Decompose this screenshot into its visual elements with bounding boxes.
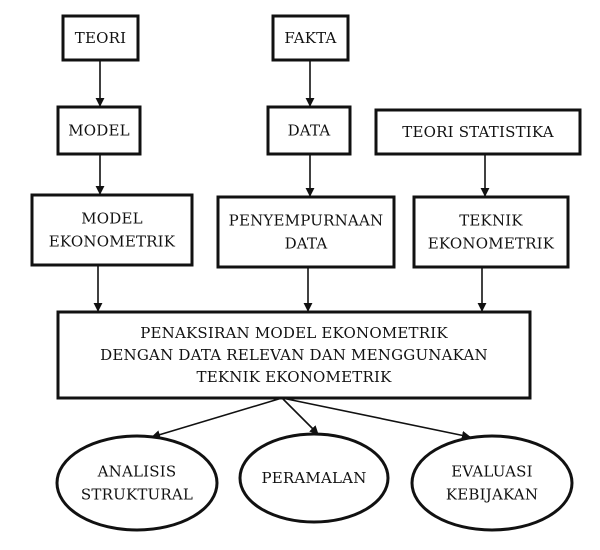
edges-layer — [93, 60, 490, 440]
node-penyempurnaan-data: PENYEMPURNAAN DATA — [216, 195, 396, 269]
node-model-ekonometrik-label-line: MODEL — [81, 210, 143, 228]
node-teori-statistika-label-line: TEORI STATISTIKA — [402, 123, 553, 141]
node-fakta-box — [271, 14, 350, 62]
node-model-ekonometrik-label-line: EKONOMETRIK — [49, 233, 176, 251]
node-penaksiran-label-line: TEKNIK EKONOMETRIK — [197, 368, 393, 386]
node-evaluasi-kebijakan: EVALUASI KEBIJAKAN — [410, 434, 574, 532]
node-peramalan: PERAMALAN — [238, 432, 390, 524]
node-model-box — [56, 105, 142, 156]
node-fakta: FAKTA — [271, 14, 350, 62]
node-analisis-struktural-label-line: STRUKTURAL — [81, 486, 193, 504]
node-teknik-ekonometrik-label-line: TEKNIK — [459, 212, 523, 230]
node-data-label-line: DATA — [288, 122, 331, 140]
arrow-penaksiran-to-evaluasi-kebijakan — [281, 397, 471, 440]
node-data-box — [266, 105, 352, 156]
node-teori-statistika: TEORI STATISTIKA — [374, 108, 582, 156]
node-data: DATA — [266, 105, 352, 156]
node-model-ekonometrik-box — [30, 193, 194, 267]
node-peramalan-ellipse — [238, 432, 390, 524]
node-peramalan-label-line: PERAMALAN — [261, 469, 366, 487]
node-penaksiran-label-line: PENAKSIRAN MODEL EKONOMETRIK — [140, 324, 448, 342]
node-teknik-ekonometrik: TEKNIK EKONOMETRIK — [412, 195, 570, 269]
node-teori-label-line: TEORI — [75, 29, 126, 47]
node-teori-box — [61, 14, 140, 62]
node-evaluasi-kebijakan-ellipse — [410, 434, 574, 532]
node-penaksiran-box — [56, 310, 532, 400]
node-teori-statistika-box — [374, 108, 582, 156]
node-analisis-struktural-label-line: ANALISIS — [97, 463, 177, 481]
node-penyempurnaan-data-label-line: PENYEMPURNAAN — [229, 212, 384, 230]
node-penyempurnaan-data-label-line: DATA — [285, 235, 328, 253]
node-model-label-line: MODEL — [68, 122, 130, 140]
node-teori: TEORI — [61, 14, 140, 62]
node-model: MODEL — [56, 105, 142, 156]
node-penyempurnaan-data-box — [216, 195, 396, 269]
node-penaksiran: PENAKSIRAN MODEL EKONOMETRIK DENGAN DATA … — [56, 310, 532, 400]
node-teknik-ekonometrik-box — [412, 195, 570, 269]
node-analisis-struktural-ellipse — [55, 434, 219, 532]
node-evaluasi-kebijakan-label-line: EVALUASI — [451, 463, 533, 481]
nodes-layer: TEORI FAKTA MODEL DATA TEORI STATISTIKA MODEL… — [30, 14, 582, 532]
node-analisis-struktural: ANALISIS STRUKTURAL — [55, 434, 219, 532]
node-evaluasi-kebijakan-label-line: KEBIJAKAN — [446, 486, 538, 504]
arrow-penaksiran-to-peramalan — [281, 397, 319, 435]
arrow-penaksiran-to-analisis-struktural — [151, 397, 283, 439]
node-fakta-label-line: FAKTA — [284, 29, 336, 47]
node-penaksiran-label-line: DENGAN DATA RELEVAN DAN MENGGUNAKAN — [100, 346, 488, 364]
node-teknik-ekonometrik-label-line: EKONOMETRIK — [428, 235, 555, 253]
node-model-ekonometrik: MODEL EKONOMETRIK — [30, 193, 194, 267]
